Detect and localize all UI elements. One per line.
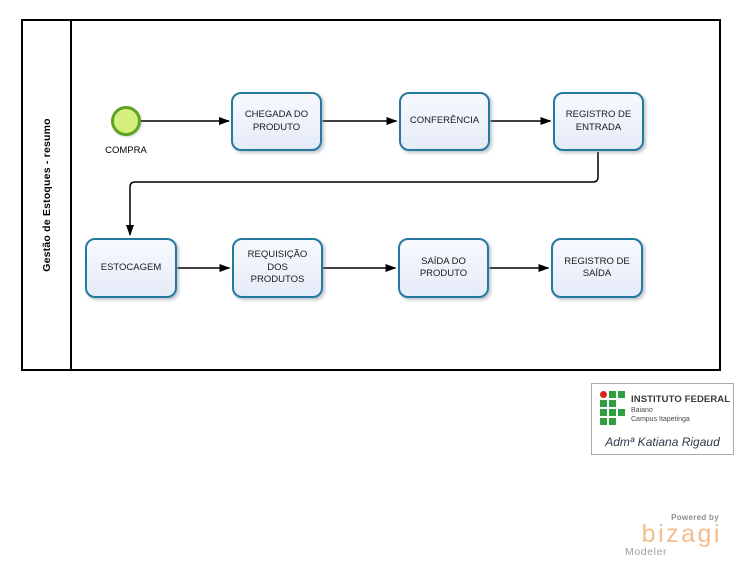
start-event-circle bbox=[111, 106, 141, 136]
start-event-label: COMPRA bbox=[105, 145, 147, 156]
task-requisicao-dos-produtos: REQUISIÇÃO DOS PRODUTOS bbox=[232, 238, 323, 298]
task-registro-de-saida: REGISTRO DE SAÍDA bbox=[551, 238, 643, 298]
institute-subname: Baiano bbox=[631, 406, 653, 414]
powered-by-label: Powered by bbox=[671, 513, 719, 522]
institute-campus: Campus Itapetinga bbox=[631, 415, 690, 423]
task-conferencia: CONFERÊNCIA bbox=[399, 92, 490, 151]
pool-lane-header: Gestão de Estoques - resumo bbox=[23, 21, 72, 369]
institute-header: INSTITUTO FEDERAL Baiano Campus Itapetin… bbox=[592, 384, 733, 425]
bpmn-pool: Gestão de Estoques - resumo bbox=[21, 19, 721, 371]
task-registro-de-entrada: REGISTRO DE ENTRADA bbox=[553, 92, 644, 151]
instituto-federal-logo-icon bbox=[600, 391, 625, 425]
institute-name: INSTITUTO FEDERAL bbox=[631, 394, 731, 405]
bizagi-product-label: Modeler bbox=[625, 546, 668, 558]
task-saida-do-produto: SAÍDA DO PRODUTO bbox=[398, 238, 489, 298]
task-estocagem: ESTOCAGEM bbox=[85, 238, 177, 298]
task-chegada-do-produto: CHEGADA DO PRODUTO bbox=[231, 92, 322, 151]
author-signature: Admª Katiana Rigaud bbox=[605, 435, 720, 449]
bizagi-logo-wordmark: bizagi bbox=[641, 520, 722, 548]
signature-box: INSTITUTO FEDERAL Baiano Campus Itapetin… bbox=[591, 383, 734, 455]
institute-text: INSTITUTO FEDERAL Baiano Campus Itapetin… bbox=[631, 391, 730, 423]
pool-title: Gestão de Estoques - resumo bbox=[40, 118, 53, 272]
